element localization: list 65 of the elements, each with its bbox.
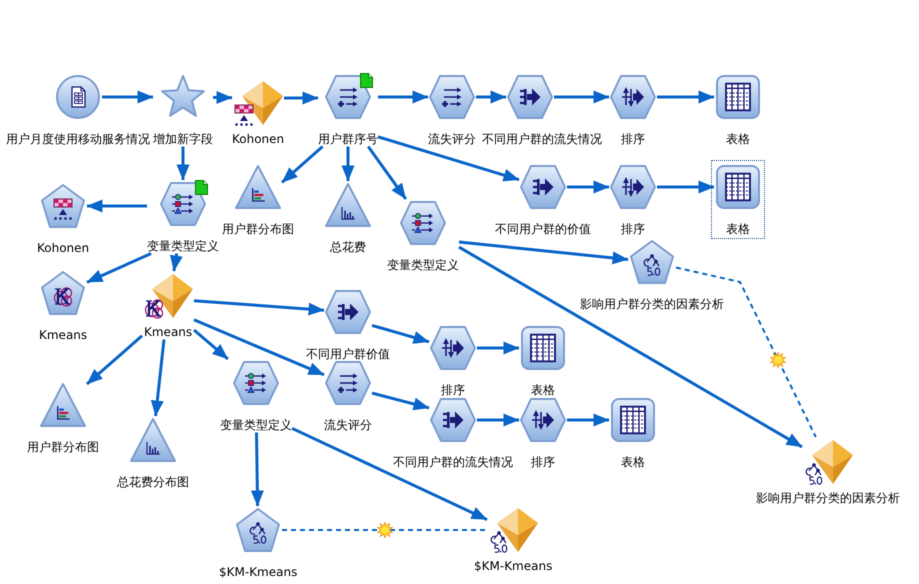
- arrow: [458, 246, 803, 448]
- node-label: 用户群分布图: [27, 440, 99, 454]
- node-label: 表格: [726, 222, 750, 236]
- dashed-line: [282, 529, 487, 531]
- arrow: [284, 92, 318, 104]
- arrow: [554, 90, 610, 104]
- node-label: $KM-Kmeans: [219, 564, 298, 580]
- node-label: 排序: [531, 454, 555, 470]
- node-label: 用户月度使用移动服务情况: [6, 132, 150, 146]
- arrow: [291, 426, 488, 521]
- arrow: [194, 299, 324, 316]
- node-label: Kmeans: [39, 328, 88, 342]
- arrow: [477, 342, 520, 354]
- arrow: [281, 145, 324, 184]
- arrow: [193, 328, 229, 360]
- arrow: [193, 318, 325, 376]
- arrow: [372, 324, 430, 344]
- node-label: 用户群分布图: [222, 222, 294, 236]
- arrow: [366, 146, 408, 200]
- node-label: 不同用户群价值: [306, 346, 390, 362]
- arrow: [102, 90, 154, 104]
- node-label: 影响用户群分类的因素分析: [756, 490, 900, 506]
- node-label: Kmeans: [144, 324, 192, 340]
- arrow: [86, 200, 147, 212]
- node-label: 表格: [726, 132, 750, 146]
- node-label: 总花费: [330, 240, 366, 254]
- node-label: 不同用户群的流失情况: [393, 454, 513, 470]
- arrow: [657, 90, 714, 104]
- node-label: 表格: [531, 382, 555, 398]
- arrow: [176, 146, 190, 180]
- node-label: 不同用户群的价值: [495, 222, 591, 236]
- arrow: [150, 339, 166, 416]
- node-label: 表格: [621, 454, 645, 470]
- arrow: [170, 253, 183, 272]
- node-label: 流失评分: [324, 418, 372, 432]
- arrow: [86, 334, 143, 386]
- arrow: [378, 90, 428, 104]
- arrow: [86, 252, 152, 284]
- node-label: Kohonen: [37, 240, 90, 256]
- node-label: 总花费分布图: [117, 474, 189, 490]
- arrow: [378, 135, 520, 182]
- arrow: [372, 392, 430, 410]
- node-label: 增加新字段: [153, 132, 213, 146]
- arrow: [477, 414, 520, 426]
- node-label: 变量类型定义: [387, 258, 459, 272]
- arrow: [250, 432, 264, 506]
- arrow: [212, 90, 232, 104]
- node-label: 变量类型定义: [147, 238, 219, 254]
- node-label: $KM-Kmeans: [474, 558, 552, 574]
- node-label: 变量类型定义: [220, 418, 292, 432]
- node-label: 不同用户群的流失情况: [482, 132, 602, 146]
- arrow: [567, 414, 610, 426]
- arrow: [476, 90, 506, 104]
- node-label: 用户群序号: [318, 132, 378, 146]
- arrow: [657, 180, 714, 194]
- node-label: 影响用户群分类的因素分析: [580, 296, 724, 312]
- node-label: Kohonen: [232, 132, 284, 146]
- node-label: 流失评分: [428, 132, 476, 146]
- arrow: [342, 146, 354, 182]
- arrow: [567, 180, 610, 194]
- arrow: [458, 240, 628, 264]
- node-label: 排序: [621, 222, 645, 236]
- dashed-line: [676, 266, 817, 438]
- node-label: 排序: [621, 132, 645, 146]
- node-label: 排序: [441, 382, 465, 398]
